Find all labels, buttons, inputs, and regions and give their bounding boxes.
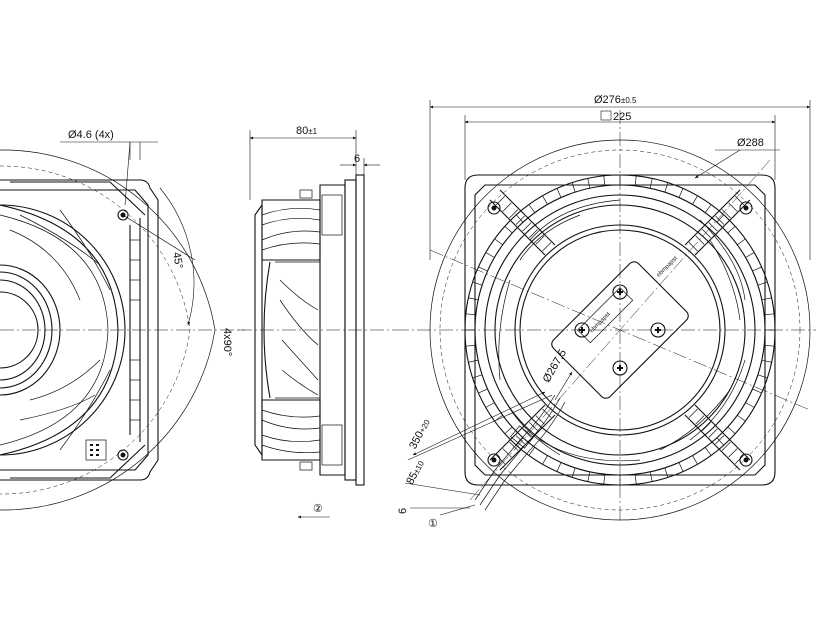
strut-rib bbox=[535, 235, 545, 245]
strut-rib bbox=[542, 242, 552, 252]
outer-diameter-dim: Ø276±0.5 bbox=[594, 94, 637, 106]
strip-length-dim: 85±10 bbox=[404, 458, 427, 487]
left-front-view: Ø4.6 (4x) 45° 4x90° bbox=[0, 129, 245, 511]
grille-rib bbox=[745, 252, 755, 258]
grille-rib bbox=[542, 455, 548, 465]
grille-rib bbox=[634, 175, 637, 186]
grille-rib bbox=[745, 402, 755, 408]
strut-rib bbox=[695, 235, 705, 245]
grille-rib bbox=[556, 462, 562, 472]
grille-rib bbox=[704, 204, 712, 213]
inner-diameter-dim: Ø267.5 bbox=[541, 347, 569, 384]
grille-rib bbox=[692, 195, 698, 205]
grille-rib bbox=[678, 462, 684, 472]
mounting-holes bbox=[487, 201, 753, 467]
grille-rib bbox=[704, 447, 712, 456]
grille-rib bbox=[716, 214, 724, 223]
strut-rib bbox=[721, 209, 731, 219]
grille-rib bbox=[649, 178, 653, 189]
hole-diameter-label: Ø4.6 (4x) bbox=[68, 129, 114, 141]
grille-rib bbox=[692, 455, 698, 465]
grille-rib bbox=[465, 344, 476, 347]
grille-rib bbox=[587, 471, 591, 482]
grille-rib bbox=[571, 467, 576, 478]
callout-1: ① bbox=[428, 518, 438, 530]
grille-rib bbox=[716, 437, 724, 446]
grille-rib bbox=[737, 414, 746, 422]
strut-rib bbox=[688, 242, 698, 252]
strut-rib bbox=[688, 408, 698, 418]
grille-rib bbox=[752, 388, 762, 394]
strut-rib bbox=[708, 222, 718, 232]
grille-rib bbox=[472, 281, 483, 286]
grille-rib bbox=[737, 238, 746, 246]
grille-rib bbox=[472, 374, 483, 379]
grille-rib bbox=[478, 266, 488, 272]
strut-rib bbox=[721, 441, 731, 451]
strut-rib bbox=[695, 415, 705, 425]
grille-rib bbox=[542, 195, 548, 205]
grille-rib bbox=[603, 175, 606, 186]
grille-rib bbox=[516, 214, 524, 223]
grille-rib bbox=[664, 182, 669, 193]
grille-rib bbox=[571, 182, 576, 193]
strut-rib bbox=[502, 202, 512, 212]
side-view: 80±1 6 bbox=[238, 125, 395, 519]
grille-rib bbox=[494, 238, 503, 246]
grille-rib bbox=[556, 188, 562, 198]
grille-rib bbox=[528, 204, 536, 213]
strut-rib bbox=[702, 229, 711, 238]
callout-2: ② bbox=[313, 503, 323, 515]
grille-rib bbox=[727, 226, 736, 234]
grille-rib bbox=[478, 388, 488, 394]
grille-rib bbox=[587, 178, 591, 189]
grille-rib bbox=[485, 402, 495, 408]
strut-rib bbox=[522, 222, 532, 232]
grille-rib bbox=[727, 426, 736, 434]
strut-rib bbox=[728, 448, 738, 458]
grille-rib bbox=[757, 374, 768, 379]
strut-rib bbox=[708, 428, 718, 438]
grille-rib bbox=[757, 281, 768, 286]
grille-rib bbox=[678, 188, 684, 198]
front-view: Ø276±0.5 225 Ø288 bbox=[395, 94, 816, 530]
square-dim: 225 bbox=[613, 111, 631, 123]
grille-rib bbox=[465, 313, 476, 316]
strut-rib bbox=[529, 229, 538, 238]
grille-rib bbox=[761, 359, 772, 363]
strut-rib bbox=[702, 422, 711, 431]
grille-rib bbox=[504, 226, 513, 234]
grille-rib bbox=[752, 266, 762, 272]
depth-dim: 80±1 bbox=[296, 125, 318, 137]
grille-rib bbox=[603, 474, 606, 485]
angle-label: 45° bbox=[170, 251, 185, 269]
grille-rib bbox=[761, 297, 772, 301]
strut-rib bbox=[715, 215, 725, 225]
grille-rib bbox=[664, 467, 669, 478]
grille-rib bbox=[468, 297, 479, 301]
grille-rib bbox=[634, 474, 637, 485]
flange-dim: 6 bbox=[354, 153, 360, 165]
strut-rib bbox=[515, 215, 525, 225]
strut-rib bbox=[728, 202, 738, 212]
strut-rib bbox=[509, 209, 519, 219]
grille-rib bbox=[485, 252, 495, 258]
cable-length-dim: 350+20 bbox=[407, 417, 433, 451]
grille-rib bbox=[649, 471, 653, 482]
grille-rib bbox=[468, 359, 479, 363]
pattern-label: 4x90° bbox=[221, 328, 233, 356]
grille-rib bbox=[764, 313, 775, 316]
grille-rib bbox=[504, 426, 513, 434]
brand-label: ebmpapst bbox=[589, 311, 612, 334]
lead-dim: 6 bbox=[397, 508, 409, 514]
ring-diameter-dim: Ø288 bbox=[737, 137, 764, 149]
strut-rib bbox=[715, 435, 725, 445]
grille-rib bbox=[764, 344, 775, 347]
screws bbox=[574, 284, 666, 376]
